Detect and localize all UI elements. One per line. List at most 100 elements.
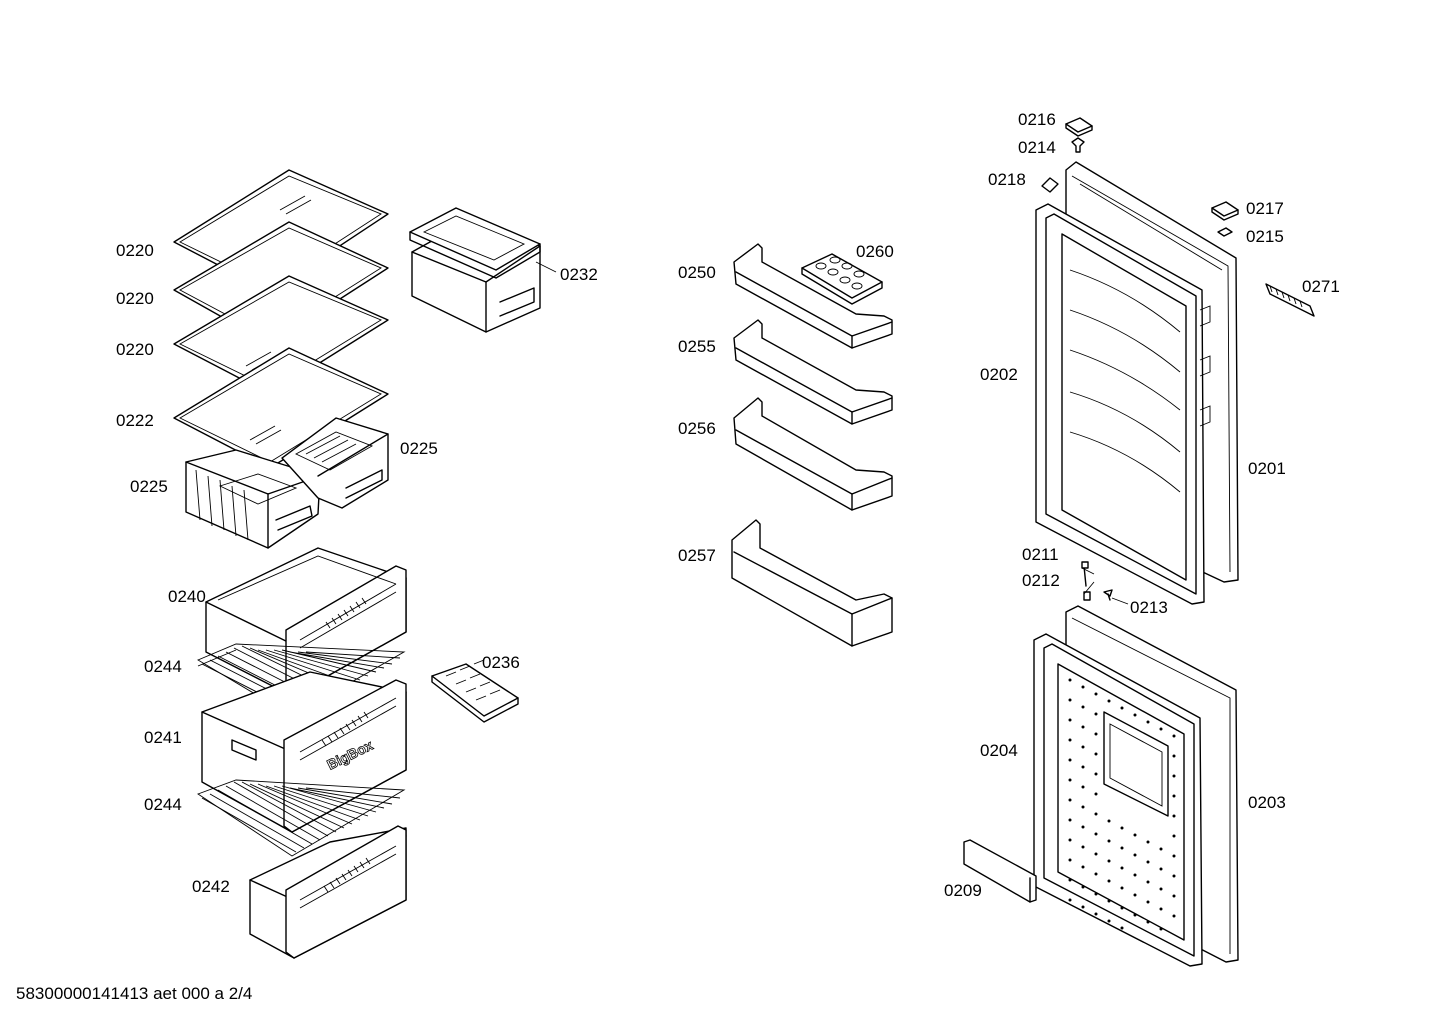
label-0220-c: 0220	[116, 340, 154, 359]
liner-dot	[1107, 859, 1111, 863]
liner-dot	[1159, 727, 1163, 731]
liner-dot	[1094, 832, 1098, 836]
trim-cover-0209	[963, 839, 1037, 903]
label-0244-a: 0244	[144, 657, 182, 676]
lower-door-gasket-0204	[1033, 633, 1203, 967]
liner-dot	[1107, 919, 1111, 923]
liner-dot	[1172, 854, 1176, 858]
liner-dot	[1081, 885, 1085, 889]
liner-dot	[1172, 874, 1176, 878]
liner-dot	[1068, 838, 1072, 842]
liner-dot	[1068, 858, 1072, 862]
liner-dot	[1120, 706, 1124, 710]
bushing-0212	[1083, 591, 1091, 601]
door-dot-pattern	[1068, 678, 1176, 931]
liner-dot	[1068, 738, 1072, 742]
label-0209: 0209	[944, 881, 982, 900]
label-0241: 0241	[144, 728, 182, 747]
liner-dot	[1081, 825, 1085, 829]
liner-dot	[1146, 840, 1150, 844]
liner-dot	[1094, 892, 1098, 896]
door-rack-0250	[733, 243, 893, 349]
door-rack-0257	[731, 519, 893, 647]
liner-dot	[1107, 879, 1111, 883]
logo-badge-0271	[1265, 283, 1315, 317]
liner-dot	[1081, 785, 1085, 789]
liner-dot	[1172, 754, 1176, 758]
hinge-pin-0214	[1071, 137, 1085, 153]
label-0232: 0232	[560, 265, 598, 284]
label-0260: 0260	[856, 242, 894, 261]
liner-dot	[1094, 872, 1098, 876]
liner-dot	[1068, 718, 1072, 722]
liner-dot	[1081, 865, 1085, 869]
liner-dot	[1133, 913, 1137, 917]
liner-dot	[1081, 905, 1085, 909]
label-0213: 0213	[1130, 598, 1168, 617]
liner-dot	[1120, 906, 1124, 910]
liner-dot	[1172, 894, 1176, 898]
liner-dot	[1068, 698, 1072, 702]
liner-dot	[1159, 927, 1163, 931]
hinge-pin-0215	[1217, 227, 1233, 237]
hinge-cover-0217	[1211, 201, 1239, 221]
wire-basket-bottom	[197, 779, 406, 857]
liner-dot	[1146, 900, 1150, 904]
liner-dot	[1133, 713, 1137, 717]
liner-dot	[1159, 847, 1163, 851]
screw-0213	[1103, 589, 1113, 601]
liner-dot	[1120, 826, 1124, 830]
liner-dot	[1107, 819, 1111, 823]
egg-tray	[801, 253, 883, 305]
small-drawer-right	[281, 417, 389, 509]
label-0201: 0201	[1248, 459, 1286, 478]
liner-dot	[1172, 914, 1176, 918]
liner-dot	[1081, 745, 1085, 749]
liner-dot	[1159, 867, 1163, 871]
liner-dot	[1133, 893, 1137, 897]
liner-dot	[1081, 685, 1085, 689]
label-0236: 0236	[482, 653, 520, 672]
liner-dot	[1146, 920, 1150, 924]
liner-dot	[1146, 880, 1150, 884]
label-0244-b: 0244	[144, 795, 182, 814]
liner-dot	[1133, 873, 1137, 877]
liner-dot	[1094, 852, 1098, 856]
label-0214: 0214	[1018, 138, 1056, 157]
leader-lines	[535, 261, 1129, 605]
liner-dot	[1068, 878, 1072, 882]
upper-door-gasket-0202	[1035, 203, 1211, 605]
label-0215: 0215	[1246, 227, 1284, 246]
upper-freezer-drawer	[409, 207, 541, 333]
label-0242: 0242	[192, 877, 230, 896]
liner-dot	[1172, 834, 1176, 838]
hinge-cover-0216	[1065, 117, 1093, 137]
liner-dot	[1094, 772, 1098, 776]
liner-dot	[1081, 845, 1085, 849]
label-0250: 0250	[678, 263, 716, 282]
liner-dot	[1068, 678, 1072, 682]
label-0225-b: 0225	[400, 439, 438, 458]
liner-dot	[1146, 860, 1150, 864]
liner-dot	[1094, 692, 1098, 696]
liner-dot	[1094, 912, 1098, 916]
label-0222: 0222	[116, 411, 154, 430]
label-0204: 0204	[980, 741, 1018, 760]
door-rack-0255	[733, 319, 893, 425]
spacer-0218	[1041, 177, 1059, 193]
label-0211: 0211	[1022, 545, 1059, 564]
liner-dot	[1094, 812, 1098, 816]
label-0240: 0240	[168, 587, 206, 606]
large-drawer-bottom	[249, 825, 407, 959]
label-0212: 0212	[1022, 571, 1060, 590]
liner-dot	[1068, 778, 1072, 782]
liner-dot	[1094, 712, 1098, 716]
label-0271: 0271	[1302, 277, 1340, 296]
label-0202: 0202	[980, 365, 1018, 384]
screw-0211	[1081, 561, 1089, 587]
label-0256: 0256	[678, 419, 716, 438]
large-drawer-bigbox	[201, 671, 407, 833]
liner-dot	[1068, 818, 1072, 822]
liner-dot	[1081, 765, 1085, 769]
